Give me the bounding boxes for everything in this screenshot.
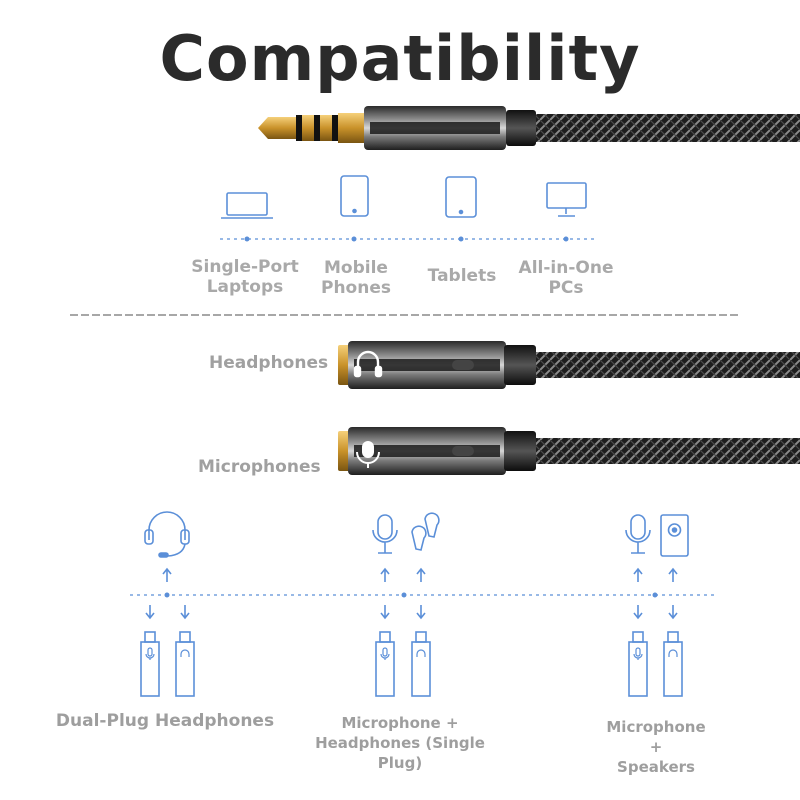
device-label-line: Mobile	[324, 258, 388, 278]
setup-label-dual-plug: Dual-Plug Headphones	[40, 711, 290, 731]
headset-icon	[144, 511, 190, 558]
setup-label-line: Speakers	[617, 758, 695, 776]
speaker-icon	[660, 514, 689, 557]
plug-icon	[140, 631, 683, 697]
setup-label-line: +	[649, 738, 663, 756]
microphone-icon	[372, 514, 398, 554]
monitor-icon	[546, 182, 587, 217]
plug-label-headphones: Headphones	[209, 353, 329, 373]
phone-icon	[340, 175, 369, 217]
headphone-jack	[338, 341, 800, 389]
headphone-icon	[353, 350, 383, 378]
microphone-jack	[338, 427, 800, 475]
microphone-icon	[356, 441, 380, 468]
up-arrow-icon	[162, 567, 678, 582]
device-label-tablets: Tablets	[410, 266, 514, 286]
earbuds-icon	[411, 512, 440, 551]
setup-label-line: Microphone +	[341, 714, 459, 732]
device-label-line: Laptops	[206, 277, 284, 297]
device-label-line: Phones	[321, 278, 391, 298]
setup-label-line: Plug)	[377, 754, 423, 772]
device-label-line: Tablets	[427, 266, 497, 286]
setup-label-line: Microphone	[606, 718, 706, 736]
down-arrow-icon	[145, 605, 678, 620]
setup-label-line: Headphones (Single	[315, 734, 485, 752]
trrs-plug	[258, 106, 800, 150]
page-title: Compatibility	[159, 22, 641, 95]
plug-label-microphones: Microphones	[198, 457, 321, 477]
laptop-icon	[221, 192, 273, 219]
braided-cable	[532, 114, 800, 142]
device-label-laptops: Single-Port Laptops	[180, 257, 310, 297]
device-label-line: Single-Port	[191, 257, 299, 277]
microphone-icon	[625, 514, 651, 554]
tablet-icon	[445, 176, 477, 218]
device-label-aio: All-in-One PCs	[506, 258, 626, 298]
device-label-phones: Mobile Phones	[300, 258, 412, 298]
setup-label-single-plug: Microphone + Headphones (Single Plug)	[310, 713, 490, 773]
setup-label-line: Dual-Plug Headphones	[55, 711, 275, 731]
setup-label-speakers: Microphone + Speakers	[596, 717, 716, 777]
device-label-line: All-in-One	[518, 258, 614, 278]
device-label-line: PCs	[548, 278, 584, 298]
